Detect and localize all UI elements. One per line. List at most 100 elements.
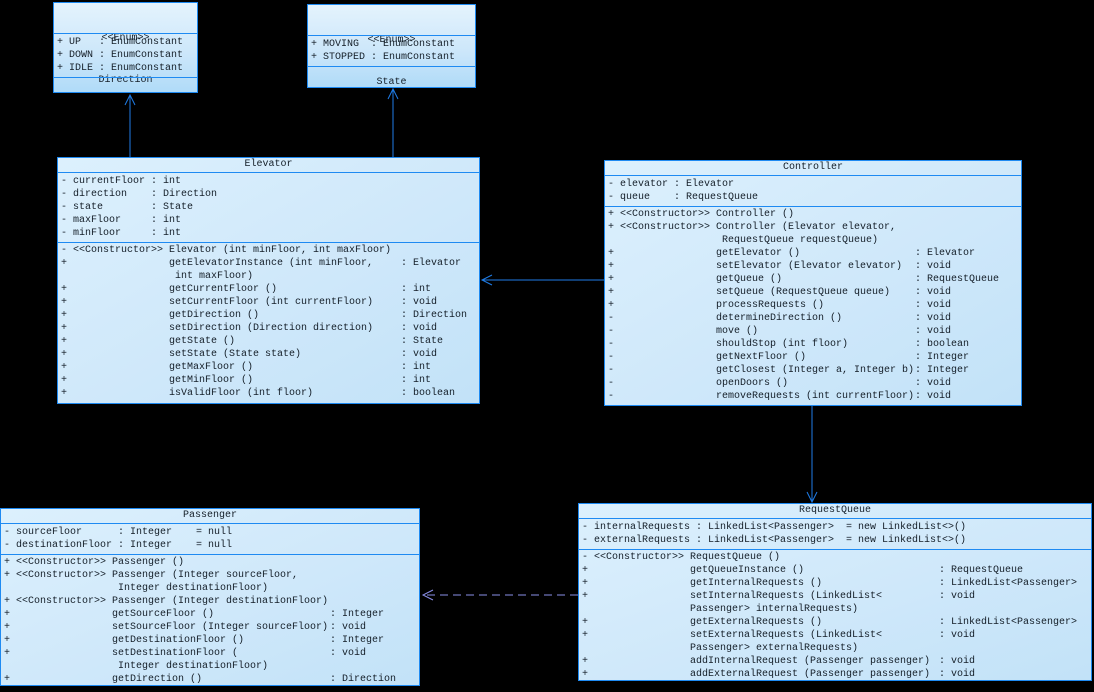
class-requestqueue[interactable]: RequestQueue - internalRequests : Linked…: [578, 503, 1092, 681]
method-return-type: : boolean: [401, 388, 456, 399]
stereotype-label: <<Enum>>: [367, 35, 416, 46]
method-signature: + getMaxFloor (): [61, 362, 254, 373]
method-signature: + <<Constructor>> Passenger (Integer sou…: [4, 570, 299, 594]
attribute-line: - currentFloor : int: [61, 176, 182, 187]
class-elevator[interactable]: Elevator - currentFloor : int - direction…: [57, 157, 480, 404]
method-return-type: : LinkedList<Passenger>: [939, 617, 1078, 628]
method-signature: - openDoors (): [608, 378, 789, 389]
methods-compartment: + <<Constructor>> Passenger () + <<Constr…: [1, 554, 419, 685]
attribute-line: + STOPPED : EnumConstant: [311, 52, 456, 63]
method-row: + addExternalRequest (Passenger passenge…: [579, 668, 1091, 680]
attribute-line: - state : State: [61, 202, 194, 213]
method-row: + isValidFloor (int floor): boolean: [58, 387, 479, 400]
method-row: - openDoors (): void: [605, 377, 1021, 390]
attributes-compartment: - sourceFloor : Integer = null- destinat…: [1, 523, 419, 554]
method-return-type: : void: [915, 300, 952, 311]
attribute-line: + MOVING : EnumConstant: [311, 39, 456, 50]
method-row: + getElevator (): Elevator: [605, 247, 1021, 260]
method-row: + getState () : State: [58, 335, 479, 348]
class-controller[interactable]: Controller - elevator : Elevator- queue …: [604, 160, 1022, 406]
arrow-elevator-to-state[interactable]: [387, 87, 399, 157]
attribute-line: + DOWN : EnumConstant: [57, 50, 184, 61]
method-row: + setExternalRequests (LinkedList< Passe…: [579, 629, 1091, 655]
method-signature: + getQueueInstance (): [582, 565, 805, 576]
method-return-type: : int: [401, 375, 432, 386]
method-row: + setState (State state): void: [58, 348, 479, 361]
method-return-type: : void: [915, 391, 952, 402]
attributes-compartment: - internalRequests : LinkedList<Passenge…: [579, 518, 1091, 549]
method-signature: - getClosest (Integer a, Integer b): [608, 365, 915, 376]
method-return-type: : void: [915, 261, 952, 272]
method-signature: + setQueue (RequestQueue queue): [608, 287, 891, 298]
method-return-type: : Integer: [915, 365, 970, 376]
method-signature: + setDirection (Direction direction): [61, 323, 374, 334]
attribute-line: - minFloor : int: [61, 228, 182, 239]
method-row: + getDestinationFloor (): Integer: [1, 634, 419, 647]
method-return-type: : void: [915, 326, 952, 337]
method-row: + getDirection (): Direction: [58, 309, 479, 322]
method-row: - removeRequests (int currentFloor): voi…: [605, 390, 1021, 403]
method-row: - <<Constructor>> RequestQueue (): [579, 551, 1091, 564]
method-return-type: : int: [401, 284, 432, 295]
method-signature: + setSourceFloor (Integer sourceFloor): [4, 622, 329, 633]
method-signature: - <<Constructor>> Elevator (int minFloor…: [61, 245, 392, 256]
method-row: + processRequests () : void: [605, 299, 1021, 312]
method-row: - getClosest (Integer a, Integer b): Int…: [605, 364, 1021, 377]
method-row: + getInternalRequests (): LinkedList<Pas…: [579, 577, 1091, 590]
method-row: + getMinFloor (): int: [58, 374, 479, 387]
method-row: - shouldStop (int floor): boolean: [605, 338, 1021, 351]
method-return-type: : State: [401, 336, 444, 347]
method-signature: - getNextFloor (): [608, 352, 807, 363]
arrow-controller-to-requestqueue[interactable]: [806, 406, 818, 504]
method-signature: - move (): [608, 326, 759, 337]
method-row: + <<Constructor>> Passenger (Integer sou…: [1, 569, 419, 595]
method-row: + getElevatorInstance (int minFloor, int…: [58, 257, 479, 283]
class-header: <<Enum>> Direction: [54, 3, 197, 86]
method-signature: + processRequests (): [608, 300, 825, 311]
arrow-controller-to-elevator[interactable]: [480, 274, 604, 286]
method-return-type: : void: [401, 349, 438, 360]
class-passenger[interactable]: Passenger - sourceFloor : Integer = null…: [0, 508, 420, 686]
attribute-line: - maxFloor : int: [61, 215, 182, 226]
attributes-compartment: - currentFloor : int - direction : Direct…: [58, 172, 479, 242]
method-signature: + setElevator (Elevator elevator): [608, 261, 903, 272]
arrow-requestqueue-to-passenger[interactable]: [421, 589, 578, 601]
method-signature: + getDestinationFloor (): [4, 635, 245, 646]
arrow-elevator-to-direction[interactable]: [124, 93, 136, 157]
methods-compartment: + <<Constructor>> Controller ()+ <<Const…: [605, 206, 1021, 405]
attribute-line: - sourceFloor : Integer = null: [4, 527, 233, 538]
method-signature: + setCurrentFloor (int currentFloor): [61, 297, 374, 308]
methods-compartment-empty: [308, 66, 475, 87]
attribute-line: - direction : Direction: [61, 189, 218, 200]
methods-compartment: - <<Constructor>> RequestQueue ()+ getQu…: [579, 549, 1091, 680]
method-signature: - shouldStop (int floor): [608, 339, 849, 350]
class-state-enum[interactable]: <<Enum>> State + MOVING : EnumConstant+ …: [307, 4, 476, 88]
method-row: + setSourceFloor (Integer sourceFloor): …: [1, 621, 419, 634]
class-title: RequestQueue: [798, 505, 871, 516]
class-direction-enum[interactable]: <<Enum>> Direction + UP : EnumConstant+ …: [53, 2, 198, 93]
method-return-type: : Integer: [330, 609, 385, 620]
attribute-line: - elevator : Elevator: [608, 179, 735, 190]
method-row: + setInternalRequests (LinkedList< Passe…: [579, 590, 1091, 616]
method-signature: + <<Constructor>> Passenger (): [4, 557, 185, 568]
method-signature: + getState (): [61, 336, 236, 347]
attributes-compartment: + MOVING : EnumConstant + STOPPED : EnumC…: [308, 35, 475, 66]
method-return-type: : void: [939, 656, 976, 667]
class-title: Elevator: [244, 159, 293, 170]
method-row: + setElevator (Elevator elevator) : void: [605, 260, 1021, 273]
method-signature: + <<Constructor>> Controller (): [608, 209, 795, 220]
method-row: - move () : void: [605, 325, 1021, 338]
method-signature: + getQueue (): [608, 274, 783, 285]
attributes-compartment: - elevator : Elevator- queue : RequestQu…: [605, 175, 1021, 206]
method-signature: + getSourceFloor (): [4, 609, 215, 620]
method-return-type: : Direction: [330, 674, 397, 685]
method-return-type: : Integer: [915, 352, 970, 363]
class-title: Direction: [98, 75, 153, 86]
method-return-type: : void: [330, 648, 367, 659]
method-signature: - determineDirection (): [608, 313, 843, 324]
method-return-type: : void: [939, 630, 976, 641]
method-return-type: : void: [915, 313, 952, 324]
class-title: Controller: [782, 162, 843, 173]
method-row: - determineDirection () : void: [605, 312, 1021, 325]
